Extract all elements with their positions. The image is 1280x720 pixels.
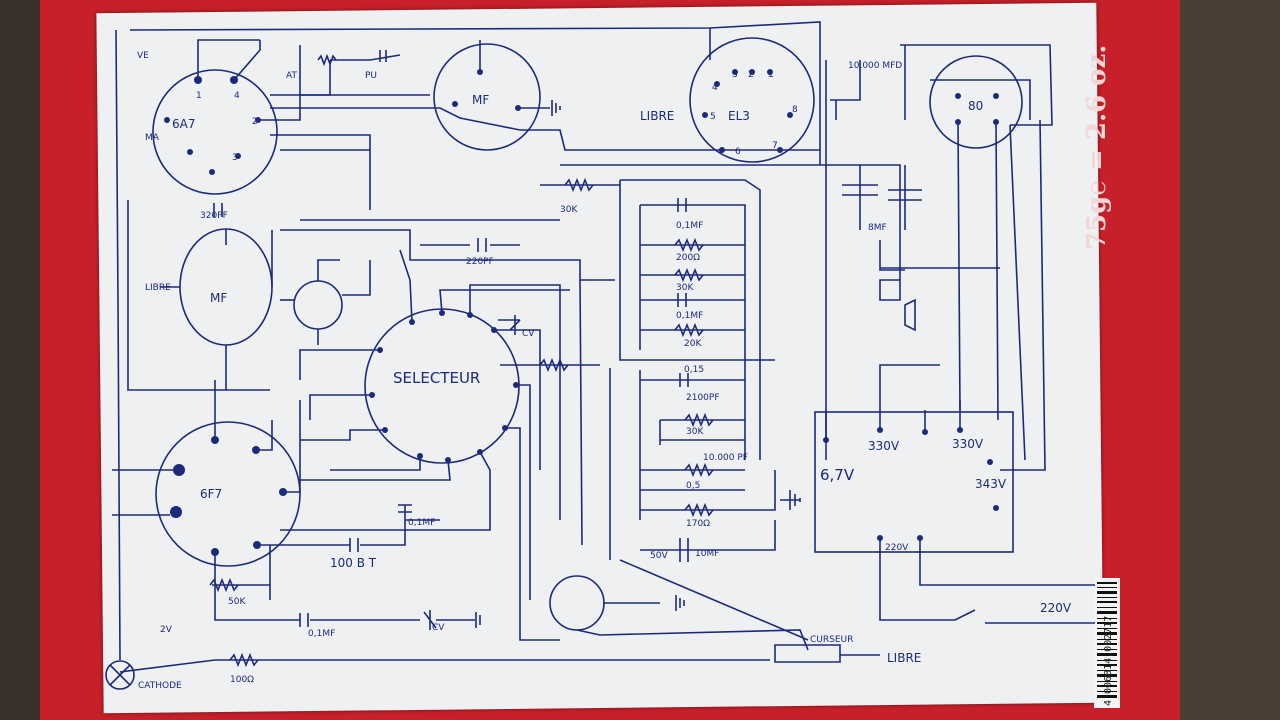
- label-30k-a: 30K: [560, 205, 578, 215]
- tube-mf-left: [179, 228, 273, 346]
- el3-pin-6: 6: [735, 147, 741, 157]
- label-8mf: 8MF: [868, 223, 887, 233]
- 6a7-pin-3: 3: [232, 153, 238, 163]
- resistors: [209, 53, 714, 668]
- label-20k: 20K: [684, 339, 702, 349]
- label-cv-lower: CV: [432, 623, 445, 633]
- label-ve: VE: [137, 51, 149, 61]
- label-30k-c: 30K: [686, 427, 704, 437]
- 6a7-pin-4: 4: [234, 91, 240, 101]
- label-220v-a: 220V: [885, 543, 909, 553]
- wiring: [112, 21, 1095, 673]
- coil-lower: [549, 575, 605, 631]
- label-10000pf: 10.000 PF: [703, 453, 748, 463]
- label-libre-el3: LIBRE: [640, 109, 674, 123]
- label-2v: 2V: [160, 625, 173, 635]
- label-50v: 50V: [650, 551, 668, 561]
- label-220v-b: 220V: [1040, 601, 1072, 615]
- el3-pin-7: 7: [772, 141, 778, 151]
- label-10000mfd: 10.000 MFD: [848, 61, 902, 71]
- label-pu: PU: [365, 71, 377, 81]
- el3-pin-3: 3: [732, 70, 738, 80]
- label-015: 0,15: [684, 365, 704, 375]
- label-libre-pot: LIBRE: [887, 651, 921, 665]
- label-mf-left: MF: [210, 291, 227, 305]
- el3-pin-8: 8: [792, 105, 798, 115]
- 6a7-pin-2: 2: [252, 117, 258, 127]
- label-6a7: 6A7: [172, 117, 195, 131]
- label-100: 100Ω: [230, 675, 254, 685]
- tube-6a7: [152, 69, 278, 195]
- label-selector: SELECTEUR: [393, 369, 480, 387]
- coil-upper: [293, 280, 343, 330]
- label-el3: EL3: [728, 109, 750, 123]
- label-cathode: CATHODE: [138, 681, 182, 691]
- label-170: 170Ω: [686, 519, 710, 529]
- tube-80: [929, 55, 1023, 149]
- label-ma: MA: [145, 133, 160, 143]
- tube-el3: [689, 37, 815, 163]
- label-200: 200Ω: [676, 253, 700, 263]
- lamp-icon: [105, 660, 135, 690]
- label-6f7: 6F7: [200, 487, 222, 501]
- barcode-icon: [1097, 582, 1117, 698]
- tube-6f7: [155, 421, 301, 567]
- label-50k: 50K: [228, 597, 246, 607]
- label-6-7v: 6,7V: [820, 466, 855, 484]
- label-at: AT: [286, 71, 297, 81]
- label-330v-b: 330V: [952, 437, 984, 451]
- label-80: 80: [968, 99, 983, 113]
- label-01mf-c: 0,1MF: [408, 518, 435, 528]
- label-curseur: CURSEUR: [810, 635, 853, 645]
- label-05: 0,5: [686, 481, 700, 491]
- label-cv-upper: CV: [522, 329, 535, 339]
- label-343v: 343V: [975, 477, 1007, 491]
- label-330v-a: 330V: [868, 439, 900, 453]
- label-01mf-a: 0,1MF: [676, 221, 703, 231]
- label-320pf: 320PF: [200, 211, 228, 221]
- tube-mf-top: [433, 43, 541, 151]
- label-30k-b: 30K: [676, 283, 694, 293]
- el3-pin-2: 2: [748, 70, 754, 80]
- capacitors: [213, 50, 689, 630]
- label-220pf: 220PF: [466, 257, 494, 267]
- el3-pin-4: 4: [712, 83, 718, 93]
- label-01mf-d: 0,1MF: [308, 629, 335, 639]
- barcode-sticker: [1094, 578, 1120, 708]
- el3-pin-1: 1: [768, 70, 774, 80]
- label-100bt: 100 B T: [330, 556, 377, 570]
- 6a7-pin-1: 1: [196, 91, 202, 101]
- el3-pin-5: 5: [710, 112, 716, 122]
- label-01mf-b: 0,1MF: [676, 311, 703, 321]
- label-mf-top: MF: [472, 93, 489, 107]
- background-right: [1160, 0, 1280, 720]
- label-10mf: 10MF: [695, 549, 719, 559]
- label-libre-mf: LIBRE: [145, 283, 171, 293]
- label-2100pf: 2100PF: [686, 393, 720, 403]
